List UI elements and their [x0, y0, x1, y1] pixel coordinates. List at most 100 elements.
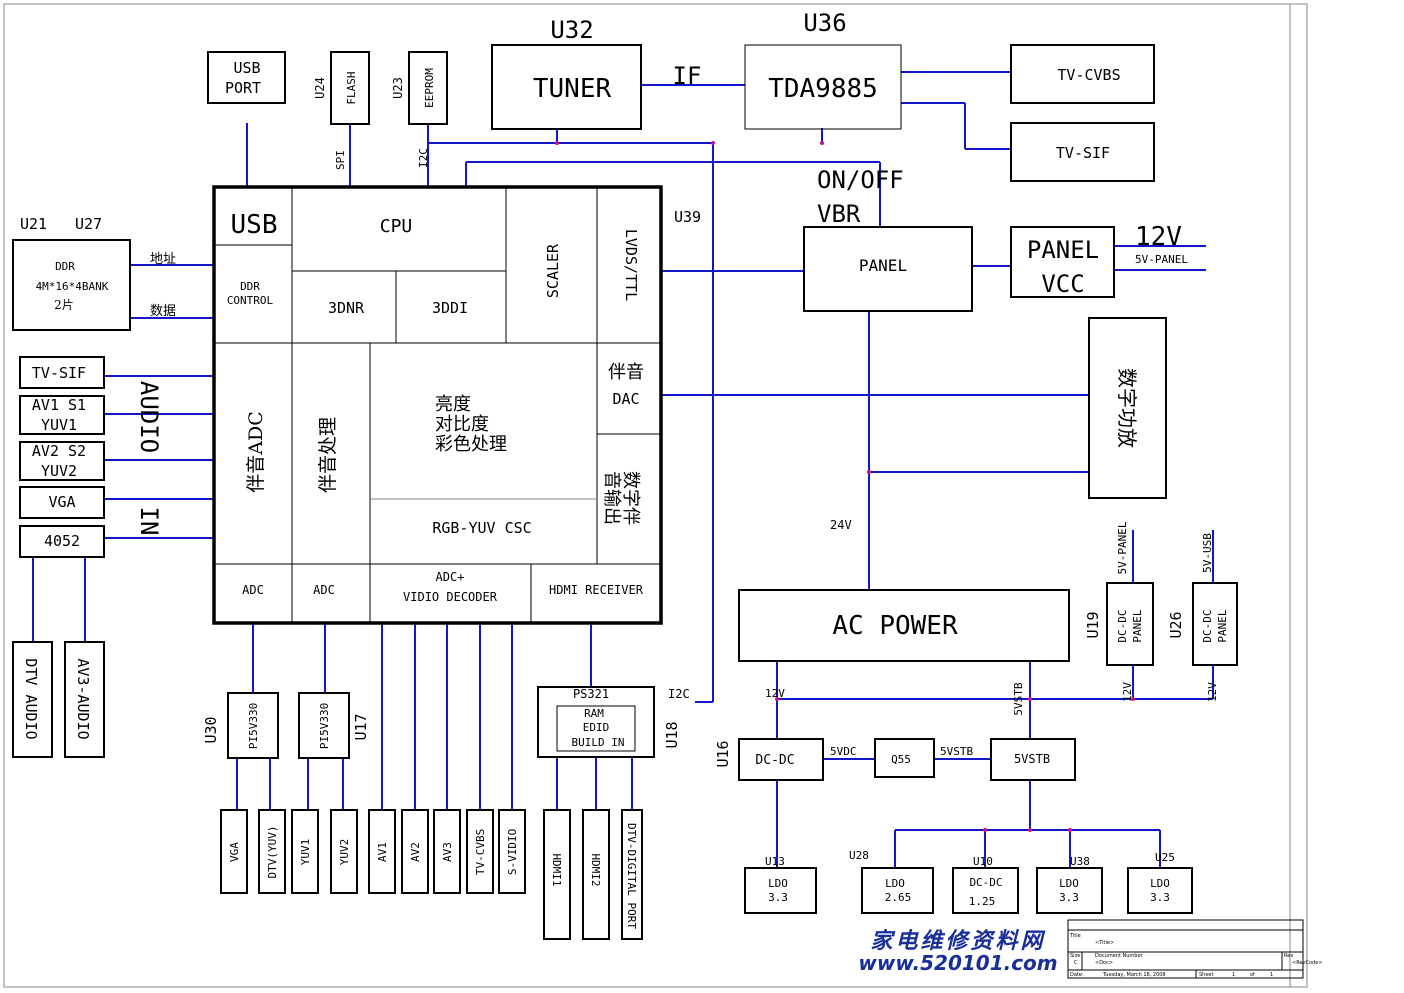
connector-hdmi2: HDMI2 [589, 853, 602, 886]
connector-dtv-digital-port: DTV-DIGITAL PORT [625, 823, 638, 929]
size-label: Size [1070, 953, 1080, 959]
document-number-label: Document Number [1095, 953, 1144, 959]
input-av2-label-1: AV2 S2 [32, 442, 86, 460]
date-label: Date: [1070, 972, 1084, 978]
u32-ref: U32 [550, 16, 593, 44]
u19-label-1: DC-DC [1116, 609, 1129, 642]
color-processing-label: 彩色处理 [435, 434, 507, 455]
u19-ref: U19 [1084, 611, 1102, 638]
u27-ref: U27 [75, 215, 102, 233]
u19-label-2: PANEL [1131, 609, 1144, 642]
video-connectors: VGA DTV(YUV) YUV1 YUV2 AV1 AV2 AV3 TV-CV… [220, 809, 526, 894]
u25-name: LDO [1150, 877, 1170, 890]
sheet-frame [3, 3, 1308, 988]
u24-ref: U24 [313, 77, 327, 99]
ddr-label-2: 4M*16*4BANK [36, 280, 109, 293]
u13-name: LDO [768, 877, 788, 890]
ldo-u25: U25 LDO 3.3 [1127, 851, 1193, 914]
u16-ref: U16 [714, 740, 732, 767]
u10-value: 1.25 [969, 895, 996, 908]
connector-av3: AV3 [441, 842, 454, 862]
5vstb-block-label: 5VSTB [1014, 752, 1050, 766]
tv-sif-out-block: TV-SIF [1010, 122, 1155, 182]
watermark: 家电维修资料网 www.520101.com [858, 928, 1057, 975]
i2c-top-label: I2C [417, 148, 430, 168]
panel-vcc-label-2: VCC [1041, 270, 1084, 298]
scaler-label: SCALER [544, 243, 562, 298]
csc-label: RGB-YUV CSC [432, 519, 531, 537]
connector-yuv2: YUV2 [338, 839, 351, 866]
3dnr-label: 3DNR [328, 299, 365, 317]
u28-name: LDO [885, 877, 905, 890]
ddr-control-label-1: DDR [240, 280, 260, 293]
av3-audio-label: AV3-AUDIO [74, 658, 92, 739]
ac-power-label: AC POWER [832, 611, 958, 641]
ldo-u38: U38 LDO 3.3 [1036, 855, 1103, 914]
u26-label-2: PANEL [1216, 609, 1229, 642]
rail-12v-label: 12V [765, 687, 785, 700]
u26-label-1: DC-DC [1201, 609, 1214, 642]
24v-label: 24V [830, 518, 852, 532]
ddr-label-3: 2片 [54, 298, 74, 312]
title-value: <Title> [1095, 940, 1114, 946]
audio-inputs: TV-SIF AV1 S1 YUV1 AV2 S2 YUV2 VGA 4052 … [12, 356, 163, 758]
video-decoder-label-2: VIDIO DECODER [403, 590, 498, 604]
tda9885-label: TDA9885 [768, 74, 878, 104]
audio-dac-label-1: 伴音 [608, 362, 644, 383]
cpu-label: CPU [380, 216, 413, 237]
audio-dac-label-2: DAC [612, 390, 639, 408]
title-block: Title <Title> Size C Document Number <Do… [1067, 919, 1322, 979]
ac-power-block: AC POWER [738, 589, 1070, 662]
u28-ref: U28 [849, 849, 869, 862]
tda9885-block: U36 TDA9885 [744, 9, 902, 130]
u30-ref: U30 [202, 716, 220, 743]
connector-s-video: S-VIDIO [506, 829, 519, 875]
u38-name: LDO [1059, 877, 1079, 890]
digital-audio-out-label-2: 音输出 [601, 471, 622, 525]
connector-av1: AV1 [376, 842, 389, 862]
rev-value: <RevCode> [1292, 960, 1322, 966]
u19-5v-panel-label: 5V-PANEL [1116, 521, 1129, 574]
i2c-mid-label: I2C [668, 687, 690, 701]
u19-12v-label: 12V [1121, 682, 1134, 702]
sheet-value: 1 [1232, 972, 1235, 978]
flash-label: FLASH [345, 71, 358, 104]
u26-ref: U26 [1167, 611, 1185, 638]
connector-vga: VGA [228, 842, 241, 862]
rev-label: Rev [1284, 953, 1293, 959]
u25-ref: U25 [1155, 851, 1175, 864]
u26-12v-label: 12V [1206, 682, 1219, 702]
audio-in-label-2: IN [135, 507, 163, 536]
audio-adc-label: 伴音ADC [245, 411, 267, 493]
size-value: C [1074, 960, 1078, 966]
data-bus-label: 数据 [150, 304, 176, 319]
brightness-label: 亮度 [435, 394, 471, 415]
edid-label-3: BUILD IN [572, 736, 625, 749]
input-av1-label-1: AV1 S1 [32, 396, 86, 414]
document-number-value: <Doc> [1095, 960, 1113, 966]
u30-part-label: PI5V330 [247, 703, 260, 749]
connector-dtv-yuv: DTV(YUV) [266, 826, 279, 879]
watermark-line-1: 家电维修资料网 [870, 928, 1045, 954]
ldo-u13: U13 LDO 3.3 [744, 855, 817, 914]
3ddi-label: 3DDI [432, 299, 468, 317]
input-av1-label-2: YUV1 [41, 416, 77, 434]
audio-in-label-1: AUDIO [135, 381, 163, 453]
tv-sif-out-label: TV-SIF [1056, 144, 1110, 162]
q55-label: Q55 [891, 753, 911, 766]
title-label: Title [1069, 933, 1081, 939]
u38-value: 3.3 [1059, 891, 1079, 904]
dtv-audio-label: DTV AUDIO [22, 658, 40, 739]
ps321-label: PS321 [573, 687, 609, 701]
flash-block: FLASH U24 SPI [313, 51, 370, 170]
sheet-label: Sheet [1199, 972, 1213, 978]
u21-ref: U21 [20, 215, 47, 233]
spi-label: SPI [334, 150, 347, 170]
edid-label-2: EDID [583, 721, 610, 734]
u39-ref: U39 [674, 208, 701, 226]
tuner-label: TUNER [533, 74, 612, 104]
vbr-label: VBR [817, 200, 861, 228]
connector-yuv1: YUV1 [299, 839, 312, 866]
digital-audio-out-label-1: 数字伴 [620, 471, 641, 525]
usb-port-label-1: USB [233, 59, 260, 77]
